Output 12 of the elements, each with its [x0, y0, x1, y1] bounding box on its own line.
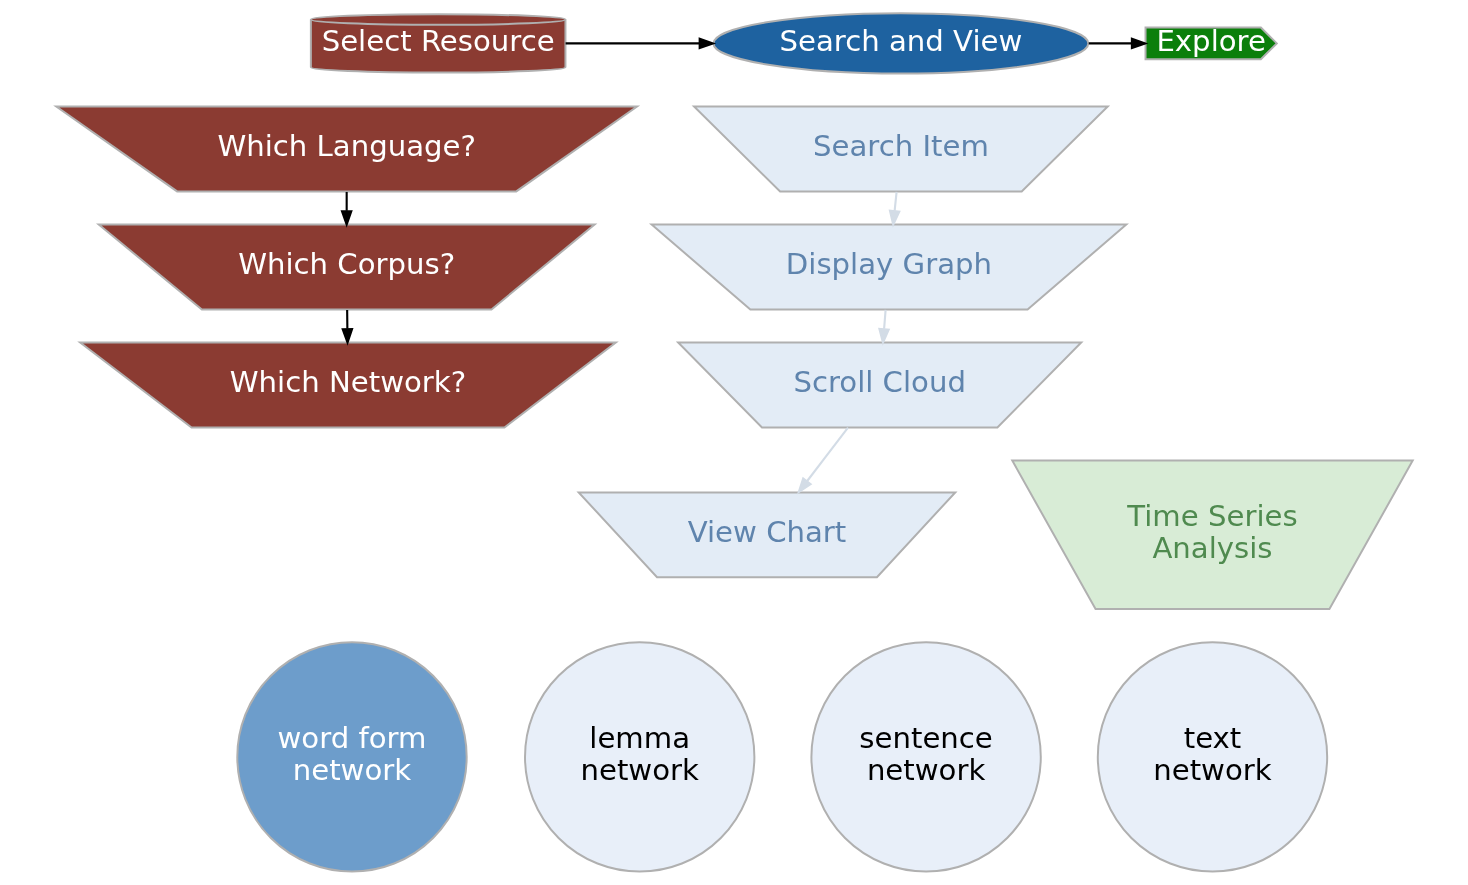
arrow [877, 309, 890, 346]
node-ellipse: Search and View [712, 12, 1089, 75]
node-circle: text network [1096, 641, 1328, 873]
node-circle: sentence network [809, 641, 1042, 873]
arrow [888, 191, 901, 228]
node-circle: word form network [235, 641, 468, 873]
arrow [1088, 37, 1148, 50]
node-circle: lemma network [523, 641, 755, 873]
arrow [340, 191, 353, 228]
arrow [565, 37, 716, 50]
arrow [340, 309, 353, 346]
arrow [796, 427, 849, 495]
